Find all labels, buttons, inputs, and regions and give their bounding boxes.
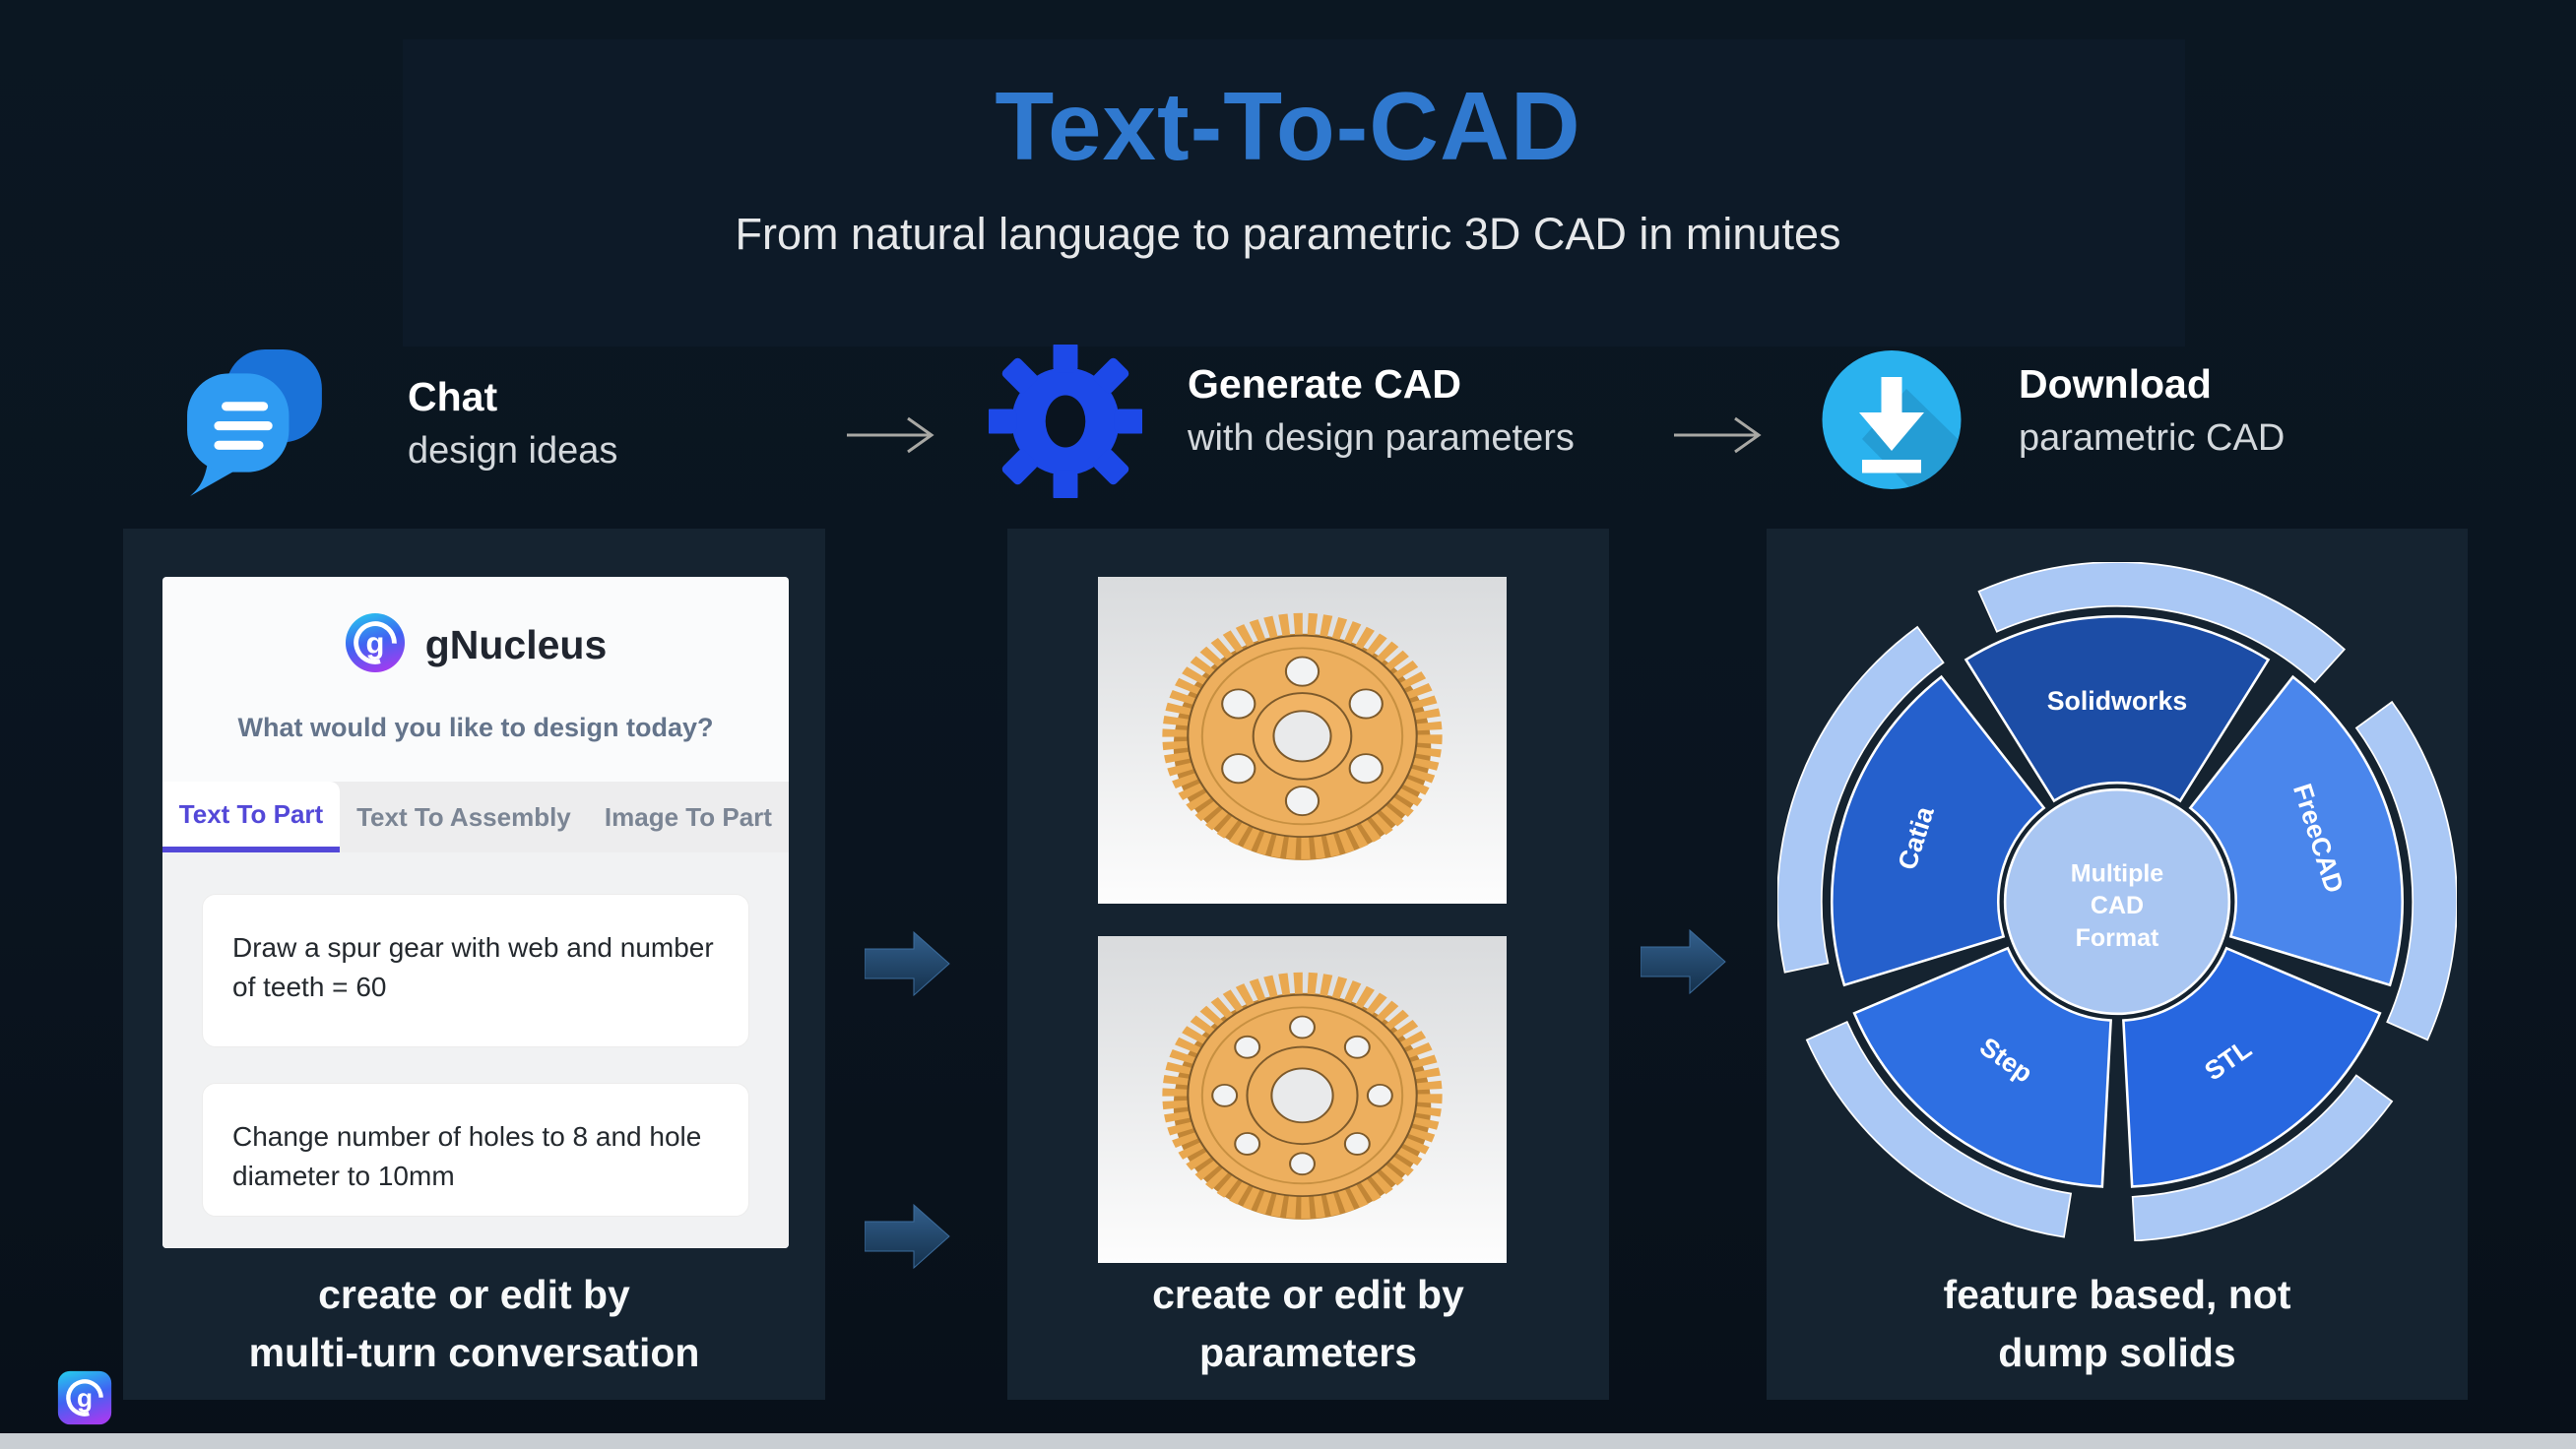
- title-banner: [403, 39, 2185, 346]
- cad-panel: create or edit by parameters: [1007, 529, 1609, 1400]
- segment-catia: [1830, 674, 2046, 987]
- step-generate-title: Generate CAD: [1188, 361, 1461, 407]
- segment-solidworks: [1964, 614, 2271, 803]
- label-solidworks: Solidworks: [2047, 686, 2188, 716]
- step-chat-subtitle: design ideas: [408, 430, 618, 472]
- format-panel: Multiple CAD Format Solidworks FreeCAD S…: [1767, 529, 2468, 1400]
- chat-card: g gNucleus What would you like to design…: [162, 577, 789, 1248]
- step-download-title: Download: [2019, 361, 2212, 407]
- gear-icon: [985, 341, 1146, 502]
- gear-render-6-holes: [1098, 577, 1507, 904]
- prompt-card[interactable]: Draw a spur gear with web and number of …: [202, 894, 749, 1047]
- chat-icon: [181, 346, 331, 496]
- svg-text:g: g: [365, 626, 384, 661]
- cad-format-donut: Multiple CAD Format Solidworks FreeCAD S…: [1776, 561, 2458, 1242]
- gnucleus-app-icon: g: [57, 1370, 112, 1425]
- chat-body: Draw a spur gear with web and number of …: [162, 852, 789, 1248]
- arrow-right-icon: [1672, 413, 1771, 462]
- step-download: Download parametric CAD: [2019, 356, 2285, 465]
- chat-panel: g gNucleus What would you like to design…: [123, 529, 825, 1400]
- outer-ring: [1776, 561, 2458, 1242]
- step-chat: Chat design ideas: [408, 369, 617, 477]
- tab-text-to-part[interactable]: Text To Part: [162, 782, 340, 852]
- segment-freecad: [2188, 674, 2405, 987]
- step-generate-subtitle: with design parameters: [1188, 417, 1575, 459]
- cad-panel-caption: create or edit by parameters: [1152, 1272, 1464, 1375]
- chat-panel-caption: create or edit by multi-turn conversatio…: [248, 1272, 700, 1375]
- tab-bar: Text To Part Text To Assembly Image To P…: [162, 782, 789, 852]
- step-generate: Generate CAD with design parameters: [1188, 356, 1575, 465]
- step-download-subtitle: parametric CAD: [2019, 417, 2286, 459]
- svg-text:g: g: [77, 1383, 93, 1413]
- step-chat-title: Chat: [408, 374, 498, 419]
- prompt-card[interactable]: Change number of holes to 8 and hole dia…: [202, 1083, 749, 1217]
- design-question: What would you like to design today?: [237, 713, 714, 742]
- gear-render-8-holes: [1098, 936, 1507, 1263]
- center-label-line: CAD: [2091, 892, 2144, 919]
- segment-stl: [2122, 946, 2382, 1188]
- tab-text-to-assembly[interactable]: Text To Assembly: [356, 801, 571, 832]
- download-icon: [1818, 346, 1965, 496]
- flow-arrow-icon: [1640, 926, 1727, 997]
- flow-arrow-icon: [864, 928, 951, 999]
- page-title: Text-To-CAD: [995, 72, 1581, 180]
- center-label-line: Format: [2076, 924, 2159, 952]
- format-panel-caption: feature based, not dump solids: [1943, 1272, 2291, 1375]
- page-subtitle: From natural language to parametric 3D C…: [735, 209, 1841, 259]
- brand-row: g gNucleus: [162, 612, 789, 678]
- flow-arrow-icon: [864, 1201, 951, 1272]
- brand-name: gNucleus: [424, 622, 608, 667]
- center-label-line: Multiple: [2071, 859, 2164, 887]
- arrow-right-icon: [845, 413, 943, 462]
- segment-step: [1852, 946, 2112, 1188]
- gnucleus-logo-icon: g: [345, 612, 406, 678]
- bottom-strip: [0, 1433, 2576, 1449]
- format-segments: [1830, 614, 2405, 1188]
- donut-center: [2003, 788, 2231, 1016]
- tab-image-to-part[interactable]: Image To Part: [604, 801, 772, 832]
